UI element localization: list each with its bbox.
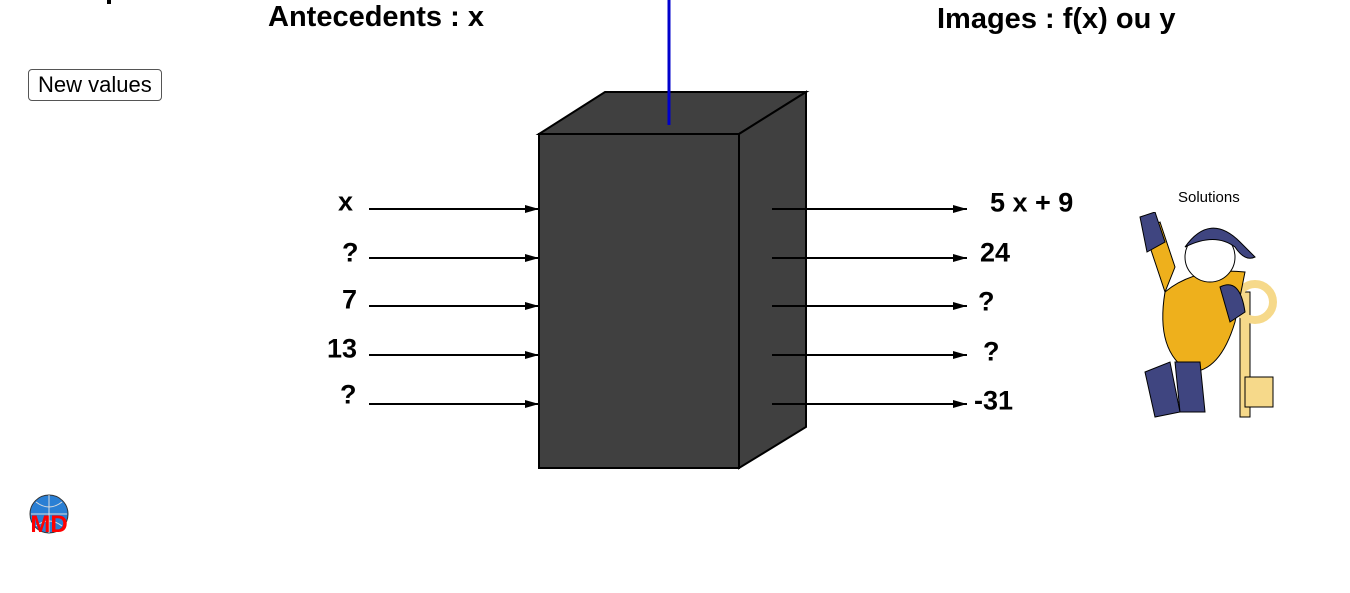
box-front [538,133,740,469]
input-label-5: ? [340,379,357,410]
solutions-label[interactable]: Solutions [1178,189,1240,206]
input-label-3: 7 [342,284,358,315]
output-label-5: -31 [974,385,1014,416]
elf-with-key-icon[interactable] [1135,212,1285,424]
images-header: Images : f(x) ou y [937,3,1176,35]
box-side [738,90,807,470]
point-marker [107,0,111,4]
black-box [535,90,810,470]
logo-text: MD [30,511,67,536]
input-label-2: ? [342,237,359,268]
input-label-1: x [338,186,354,217]
input-label-4: 13 [327,333,358,364]
output-label-1: 5 x + 9 [990,187,1074,218]
output-label-3: ? [978,286,995,317]
new-values-button[interactable]: New values [28,69,162,101]
globe-logo-icon[interactable]: MD [28,494,70,536]
output-label-4: ? [983,336,1000,367]
output-label-2: 24 [980,237,1011,268]
antecedents-header: Antecedents : x [268,1,484,33]
